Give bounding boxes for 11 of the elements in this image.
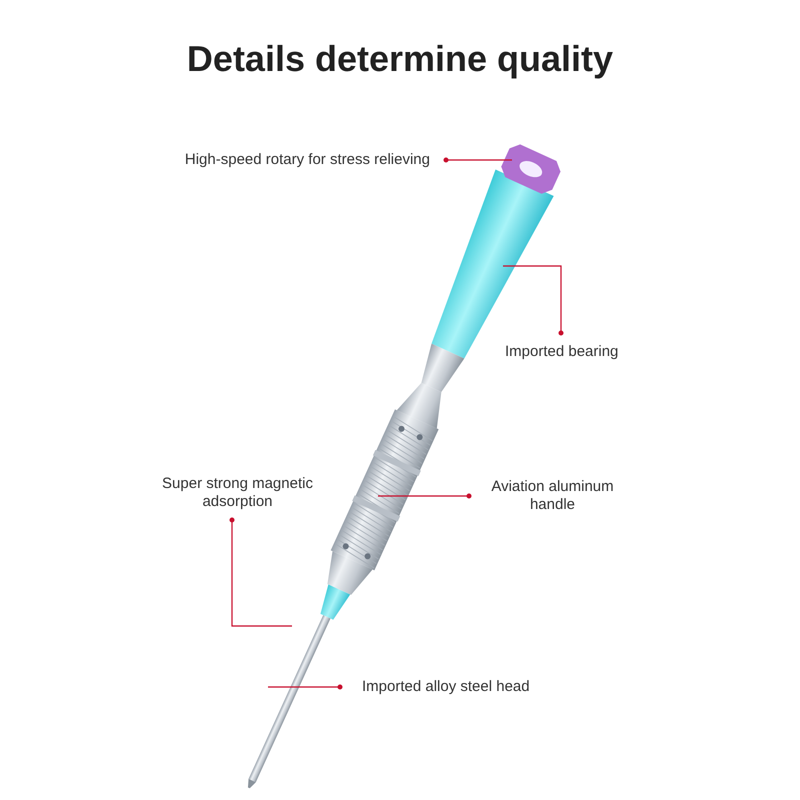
callout-text: Imported bearing: [505, 343, 640, 361]
callout-text: High-speed rotary for stress relieving: [170, 151, 430, 169]
callout-text: Aviation aluminum handle: [470, 478, 635, 514]
leader-line: [503, 265, 564, 336]
leader-line: [378, 494, 472, 498]
leader-line: [444, 158, 512, 162]
callout-text: Super strong magnetic adsorption: [155, 475, 320, 511]
title: Details determine quality: [186, 38, 614, 80]
leader-line: [268, 684, 342, 690]
leader-line: [230, 518, 292, 627]
callout-text: Imported alloy steel head: [362, 678, 552, 696]
